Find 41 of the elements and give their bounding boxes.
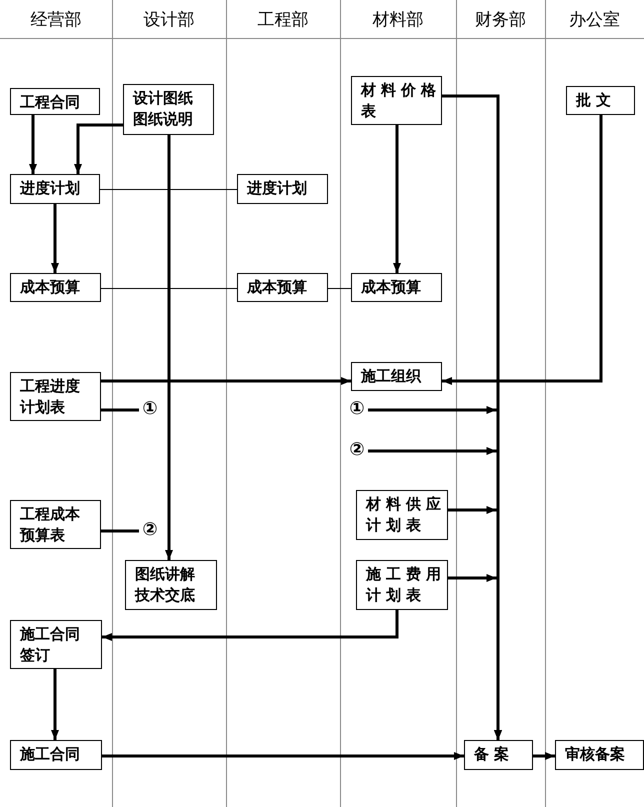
process-box: 材料价格表 (351, 76, 442, 125)
process-box: 图纸讲解技术交底 (125, 560, 217, 610)
arrow (74, 124, 123, 174)
column-header: 设计部 (144, 9, 194, 31)
process-box: 审核备案 (555, 740, 644, 770)
process-box: 工程合同 (10, 88, 100, 115)
column-header: 工程部 (258, 9, 308, 31)
arrow (101, 377, 351, 385)
arrow (533, 752, 555, 760)
process-box: 成本预算 (237, 273, 328, 302)
process-box: 施工费用计划表 (356, 560, 448, 610)
process-box: 进度计划 (10, 174, 100, 204)
arrow (102, 752, 464, 760)
connector-line (100, 189, 238, 190)
process-box: 工程成本预算表 (10, 500, 101, 549)
process-box: 批 文 (566, 86, 635, 115)
connector-line (328, 288, 352, 289)
column-header: 经营部 (30, 9, 82, 31)
process-box: 成本预算 (351, 273, 442, 302)
arrow (442, 115, 602, 385)
connector-line (100, 288, 238, 289)
arrow (51, 204, 59, 273)
column-header: 材料部 (372, 9, 424, 31)
column-header: 财务部 (475, 9, 526, 31)
process-box: 成本预算 (10, 273, 101, 302)
process-box: 设计图纸图纸说明 (123, 84, 214, 135)
arrow (393, 125, 401, 273)
process-box: 工程进度计划表 (10, 372, 101, 421)
connector-line (101, 530, 139, 532)
process-box: 进度计划 (237, 174, 328, 204)
arrow (165, 135, 173, 560)
process-box: 材料供应计划表 (356, 490, 448, 540)
process-box: 施工组织 (351, 362, 442, 391)
column-header: 办公室 (569, 9, 620, 31)
process-box: 施工合同签订 (10, 620, 102, 669)
process-box: 施工合同 (10, 740, 102, 770)
arrow (102, 610, 398, 641)
process-box: 备 案 (464, 740, 533, 770)
arrow (29, 115, 37, 174)
arrow (51, 669, 59, 740)
connector-line (101, 408, 139, 412)
